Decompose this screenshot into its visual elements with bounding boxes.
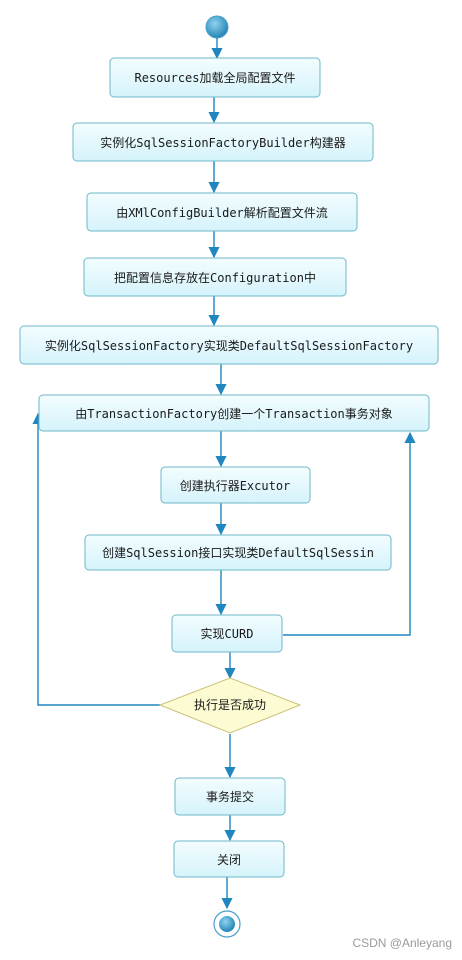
- node-create-session: 创建SqlSession接口实现类DefaultSqlSessin: [84, 534, 392, 571]
- node-instantiate-factory: 实例化SqlSessionFactory实现类DefaultSqlSession…: [19, 325, 439, 365]
- node-create-transaction-label: 由TransactionFactory创建一个Transaction事务对象: [75, 406, 393, 421]
- node-commit-label: 事务提交: [206, 789, 254, 804]
- node-store-config-label: 把配置信息存放在Configuration中: [114, 270, 316, 285]
- edge-curd-loop-right: [283, 431, 416, 636]
- end-node: [213, 910, 241, 938]
- node-create-executor: 创建执行器Excutor: [160, 466, 311, 504]
- node-load-resources-label: Resources加载全局配置文件: [134, 70, 295, 85]
- node-curd: 实现CURD: [171, 614, 283, 653]
- node-parse-config-label: 由XMlConfigBuilder解析配置文件流: [116, 205, 328, 220]
- node-create-session-label: 创建SqlSession接口实现类DefaultSqlSessin: [102, 545, 374, 560]
- watermark: CSDN @Anleyang: [352, 936, 452, 950]
- node-instantiate-builder-label: 实例化SqlSessionFactoryBuilder构建器: [100, 135, 345, 150]
- node-decision-label: 执行是否成功: [194, 698, 266, 712]
- start-node: [205, 15, 229, 39]
- node-parse-config: 由XMlConfigBuilder解析配置文件流: [86, 192, 358, 232]
- edges: [32, 38, 416, 910]
- node-commit: 事务提交: [174, 777, 286, 816]
- node-close-label: 关闭: [217, 853, 241, 867]
- node-close: 关闭: [173, 840, 285, 878]
- node-load-resources: Resources加载全局配置文件: [109, 57, 321, 98]
- node-instantiate-factory-label: 实例化SqlSessionFactory实现类DefaultSqlSession…: [45, 338, 413, 353]
- node-store-config: 把配置信息存放在Configuration中: [83, 257, 347, 297]
- node-create-transaction: 由TransactionFactory创建一个Transaction事务对象: [38, 394, 430, 432]
- node-curd-label: 实现CURD: [201, 626, 254, 641]
- node-create-executor-label: 创建执行器Excutor: [180, 479, 291, 493]
- edge-decision-loop-left: [32, 412, 160, 706]
- node-decision: 执行是否成功: [158, 677, 302, 734]
- node-instantiate-builder: 实例化SqlSessionFactoryBuilder构建器: [72, 122, 374, 162]
